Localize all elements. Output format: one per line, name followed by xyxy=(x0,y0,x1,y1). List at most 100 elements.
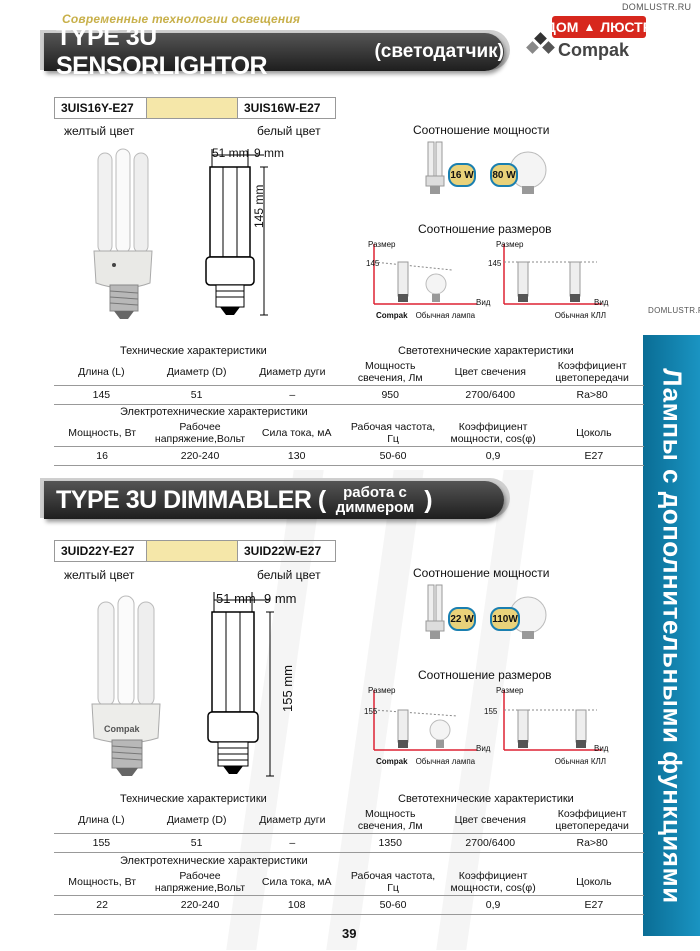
tech-title: Технические характеристики xyxy=(120,793,267,805)
tech-header: Коэффициент цветопередачи xyxy=(540,359,644,386)
elec-header: Сила тока, мА xyxy=(249,420,344,447)
size-legend: Compak Обычная лампа Обычная КЛЛ xyxy=(376,311,616,320)
size-axis-x: Вид xyxy=(476,298,491,307)
elec-header: Коэффициент мощности, cos(φ) xyxy=(442,420,544,447)
tech-header: Диаметр (D) xyxy=(148,807,245,834)
legend-brand: Compak xyxy=(376,757,408,766)
dim-width: 51 mm xyxy=(212,146,249,160)
dim-width: 51 mm xyxy=(216,591,256,606)
size-value: 145 xyxy=(366,259,380,268)
tech-value: 1350 xyxy=(340,833,441,853)
light-title: Светотехнические характеристики xyxy=(398,793,574,805)
side-site-url: DOMLUSTR.RU xyxy=(648,306,700,315)
elec-value: 0,9 xyxy=(442,895,544,915)
dim-height: 155 mm xyxy=(280,665,295,712)
elec-header: Рабочее напряжение,Вольт xyxy=(150,869,250,896)
size-axis-x-2: Вид xyxy=(594,298,609,307)
lamp-photo xyxy=(93,148,153,319)
logo-word-2: ЛЮСТР xyxy=(600,19,653,35)
dim-depth: 9 mm xyxy=(264,591,297,606)
cubes-icon xyxy=(526,32,555,60)
category-band-text: Лампы с дополнительными функциями xyxy=(657,367,687,904)
tech-header: Цвет свечения xyxy=(440,807,541,834)
logo-brand: Compak xyxy=(558,40,630,60)
tech-header: Длина (L) xyxy=(54,359,149,386)
tech-title: Технические характеристики xyxy=(120,345,267,357)
power-cfl-badge: 16 W xyxy=(448,163,476,187)
tech-header: Длина (L) xyxy=(54,807,149,834)
category-band: Лампы с дополнительными функциями xyxy=(643,335,700,936)
size-ratio-diagram xyxy=(373,690,602,751)
power-ratio-title: Соотношение мощности xyxy=(413,123,550,137)
section2-title-sub-2: диммером xyxy=(335,499,415,516)
section1-title-sub: (светодатчик) xyxy=(374,41,504,62)
section1-title-main: TYPE 3U SENSORLIGHTOR xyxy=(56,23,268,80)
color-yellow-label: желтый цвет xyxy=(64,568,135,582)
elec-title: Электротехнические характеристики xyxy=(120,406,308,418)
elec-table: Мощность, Вт Рабочее напряжение,Вольт Си… xyxy=(54,869,644,915)
size-axis-y-2: Размер xyxy=(496,686,524,695)
tech-value: 2700/6400 xyxy=(440,833,541,853)
tech-table: Длина (L) Диаметр (D) Диаметр дуги Мощно… xyxy=(54,359,644,405)
color-white-label: белый цвет xyxy=(257,124,321,138)
legend-right: Обычная КЛЛ xyxy=(554,311,606,320)
section2-title: TYPE 3U DIMMABLER ( работа с диммером ) xyxy=(44,481,504,519)
section1-model-row: 3UIS16Y-E27 3UIS16W-E27 xyxy=(54,97,336,119)
tech-header: Мощность свечения, Лм xyxy=(340,807,441,834)
power-inc-badge: 80 W xyxy=(490,163,518,187)
size-ratio-title: Соотношение размеров xyxy=(418,222,552,236)
model-yellow-swatch xyxy=(147,541,237,561)
elec-header: Мощность, Вт xyxy=(54,420,151,447)
dim-depth: 9 mm xyxy=(254,146,284,160)
legend-left: Обычная лампа xyxy=(415,311,476,320)
tech-value: 51 xyxy=(148,385,245,405)
size-ratio-diagram xyxy=(373,244,602,305)
model-white: 3UIS16W-E27 xyxy=(237,98,335,118)
tech-value: 2700/6400 xyxy=(440,385,541,405)
dim-height: 145 mm xyxy=(252,184,266,228)
elec-value: 50-60 xyxy=(343,446,443,466)
elec-value: 220-240 xyxy=(150,895,250,915)
elec-value: 0,9 xyxy=(442,446,544,466)
size-axis-y-2: Размер xyxy=(496,240,524,249)
elec-value: E27 xyxy=(543,446,644,466)
elec-header: Мощность, Вт xyxy=(54,869,151,896)
tech-header: Коэффициент цветопередачи xyxy=(540,807,644,834)
section2-model-row: 3UID22Y-E27 3UID22W-E27 xyxy=(54,540,336,562)
elec-header: Рабочая частота, Гц xyxy=(343,869,443,896)
lamp-drawing xyxy=(205,149,268,316)
legend-left: Обычная лампа xyxy=(415,757,476,766)
legend-right: Обычная КЛЛ xyxy=(554,757,606,766)
size-axis-x-2: Вид xyxy=(594,744,609,753)
model-yellow: 3UIS16Y-E27 xyxy=(55,98,148,118)
lamp-brand-print: Compak xyxy=(104,724,140,734)
elec-value: 220-240 xyxy=(150,446,250,466)
elec-value: 16 xyxy=(54,446,151,466)
tech-table: Длина (L) Диаметр (D) Диаметр дуги Мощно… xyxy=(54,807,644,853)
tech-value: 145 xyxy=(54,385,149,405)
tech-value: 950 xyxy=(340,385,441,405)
size-ratio-title: Соотношение размеров xyxy=(418,668,552,682)
size-value: 155 xyxy=(364,707,378,716)
tech-header: Диаметр (D) xyxy=(148,359,245,386)
elec-table: Мощность, Вт Рабочее напряжение,Вольт Си… xyxy=(54,420,644,466)
tech-header: Диаметр дуги xyxy=(244,807,341,834)
elec-header: Цоколь xyxy=(543,869,644,896)
tech-header: Диаметр дуги xyxy=(244,359,341,386)
size-axis-y: Размер xyxy=(368,686,396,695)
elec-title: Электротехнические характеристики xyxy=(120,855,308,867)
model-yellow: 3UID22Y-E27 xyxy=(55,541,148,561)
color-white-label: белый цвет xyxy=(257,568,321,582)
elec-value: 22 xyxy=(54,895,151,915)
section2-title-sub: работа с диммером xyxy=(336,485,415,515)
model-yellow-swatch xyxy=(147,98,237,118)
tech-value: – xyxy=(244,385,341,405)
logo-word-1: ДОМ xyxy=(545,19,579,35)
section2-title-sub-1: работа с xyxy=(343,484,407,501)
elec-value: 130 xyxy=(249,446,344,466)
section2-title-main: TYPE 3U DIMMABLER ( xyxy=(56,485,326,514)
elec-header: Сила тока, мА xyxy=(249,869,344,896)
logo-lamp-icon: ▲ xyxy=(583,20,596,34)
power-ratio-title: Соотношение мощности xyxy=(413,566,550,580)
size-value-2: 145 xyxy=(488,259,502,268)
